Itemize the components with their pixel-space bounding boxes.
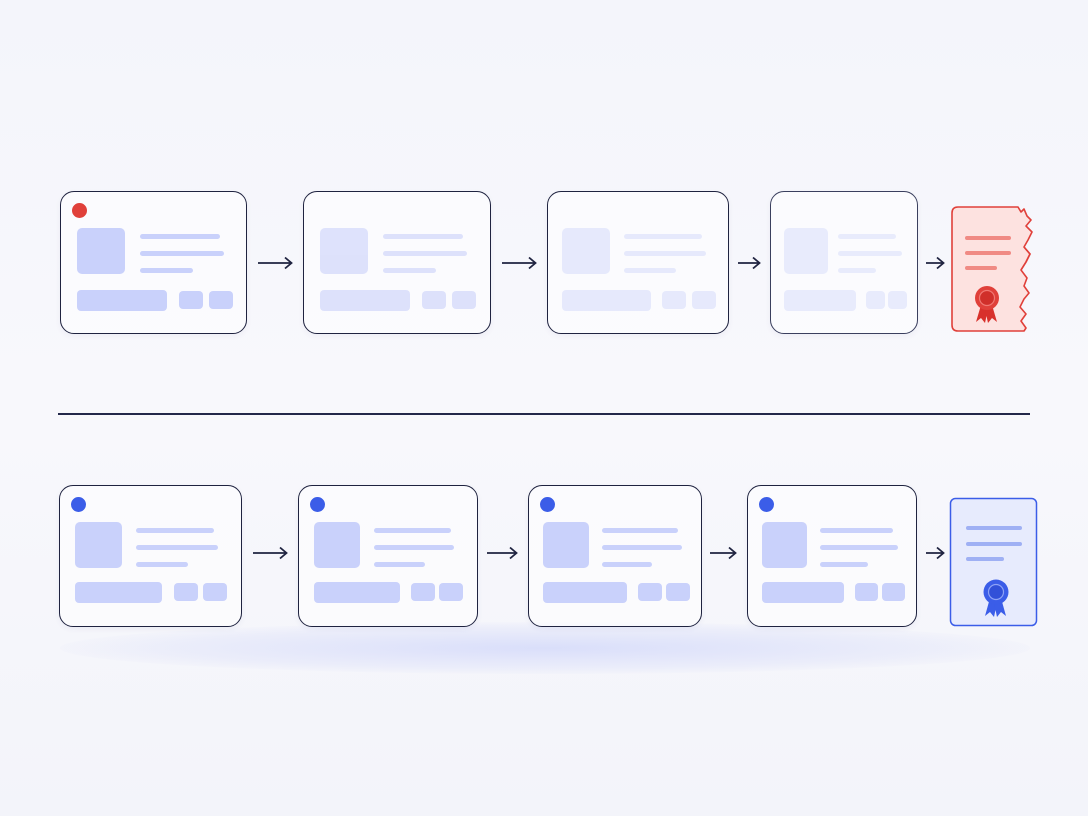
- button-placeholder: [888, 291, 907, 309]
- text-line-placeholder: [374, 528, 451, 533]
- top-step-card-3: [547, 191, 729, 334]
- button-placeholder: [179, 291, 203, 309]
- image-placeholder: [562, 228, 610, 274]
- button-placeholder: [77, 290, 167, 311]
- status-dot-blue: [310, 497, 325, 512]
- button-placeholder: [203, 583, 227, 601]
- status-dot-blue: [71, 497, 86, 512]
- card-content: [771, 192, 917, 333]
- button-placeholder: [422, 291, 446, 309]
- image-placeholder: [320, 228, 368, 274]
- button-placeholder: [638, 583, 662, 601]
- bottom-step-card-4: [747, 485, 917, 627]
- text-line-placeholder: [140, 268, 193, 273]
- image-placeholder: [762, 522, 807, 568]
- text-line-placeholder: [820, 528, 893, 533]
- text-line-placeholder: [602, 562, 652, 567]
- text-line-placeholder: [383, 251, 467, 256]
- button-placeholder: [784, 290, 856, 311]
- image-placeholder: [75, 522, 122, 568]
- button-placeholder: [452, 291, 476, 309]
- button-placeholder: [543, 582, 627, 603]
- top-step-card-2: [303, 191, 491, 334]
- button-placeholder: [314, 582, 400, 603]
- button-placeholder: [666, 583, 690, 601]
- text-line-placeholder: [602, 528, 678, 533]
- card-content: [304, 192, 490, 333]
- button-placeholder: [209, 291, 233, 309]
- button-placeholder: [174, 583, 198, 601]
- section-divider: [58, 413, 1030, 415]
- text-line-placeholder: [140, 234, 220, 239]
- image-placeholder: [784, 228, 828, 274]
- text-line-placeholder: [820, 545, 898, 550]
- button-placeholder: [866, 291, 885, 309]
- bottom-step-card-2: [298, 485, 478, 627]
- arrow-right-icon: [253, 546, 288, 560]
- arrow-right-icon: [738, 256, 761, 270]
- button-placeholder: [439, 583, 463, 601]
- top-step-card-4: [770, 191, 918, 334]
- button-placeholder: [692, 291, 716, 309]
- bottom-step-card-1: [59, 485, 242, 627]
- button-placeholder: [762, 582, 844, 603]
- text-line-placeholder: [820, 562, 868, 567]
- text-line-placeholder: [624, 268, 676, 273]
- arrow-right-icon: [710, 546, 737, 560]
- text-line-placeholder: [136, 562, 188, 567]
- text-line-placeholder: [136, 545, 218, 550]
- certificate-icon: [949, 497, 1038, 627]
- arrow-right-icon: [258, 256, 293, 270]
- text-line-placeholder: [624, 234, 702, 239]
- arrow-right-icon: [487, 546, 518, 560]
- arrow-right-icon: [502, 256, 537, 270]
- text-line-placeholder: [136, 528, 214, 533]
- status-dot-red: [72, 203, 87, 218]
- arrow-right-icon: [926, 546, 945, 560]
- text-line-placeholder: [838, 268, 876, 273]
- text-line-placeholder: [838, 234, 896, 239]
- status-dot-blue: [759, 497, 774, 512]
- button-placeholder: [562, 290, 651, 311]
- button-placeholder: [320, 290, 410, 311]
- top-step-card-1: [60, 191, 247, 334]
- bottom-step-card-3: [528, 485, 702, 627]
- image-placeholder: [77, 228, 125, 274]
- status-dot-blue: [540, 497, 555, 512]
- text-line-placeholder: [602, 545, 682, 550]
- button-placeholder: [75, 582, 162, 603]
- text-line-placeholder: [624, 251, 706, 256]
- floor-glow: [60, 622, 1030, 674]
- torn-certificate-icon: [951, 206, 1033, 332]
- text-line-placeholder: [383, 268, 436, 273]
- button-placeholder: [662, 291, 686, 309]
- button-placeholder: [855, 583, 878, 601]
- arrow-right-icon: [926, 256, 945, 270]
- image-placeholder: [314, 522, 360, 568]
- image-placeholder: [543, 522, 589, 568]
- button-placeholder: [882, 583, 905, 601]
- card-content: [548, 192, 728, 333]
- button-placeholder: [411, 583, 435, 601]
- text-line-placeholder: [140, 251, 224, 256]
- text-line-placeholder: [374, 562, 425, 567]
- text-line-placeholder: [374, 545, 454, 550]
- text-line-placeholder: [383, 234, 463, 239]
- text-line-placeholder: [838, 251, 902, 256]
